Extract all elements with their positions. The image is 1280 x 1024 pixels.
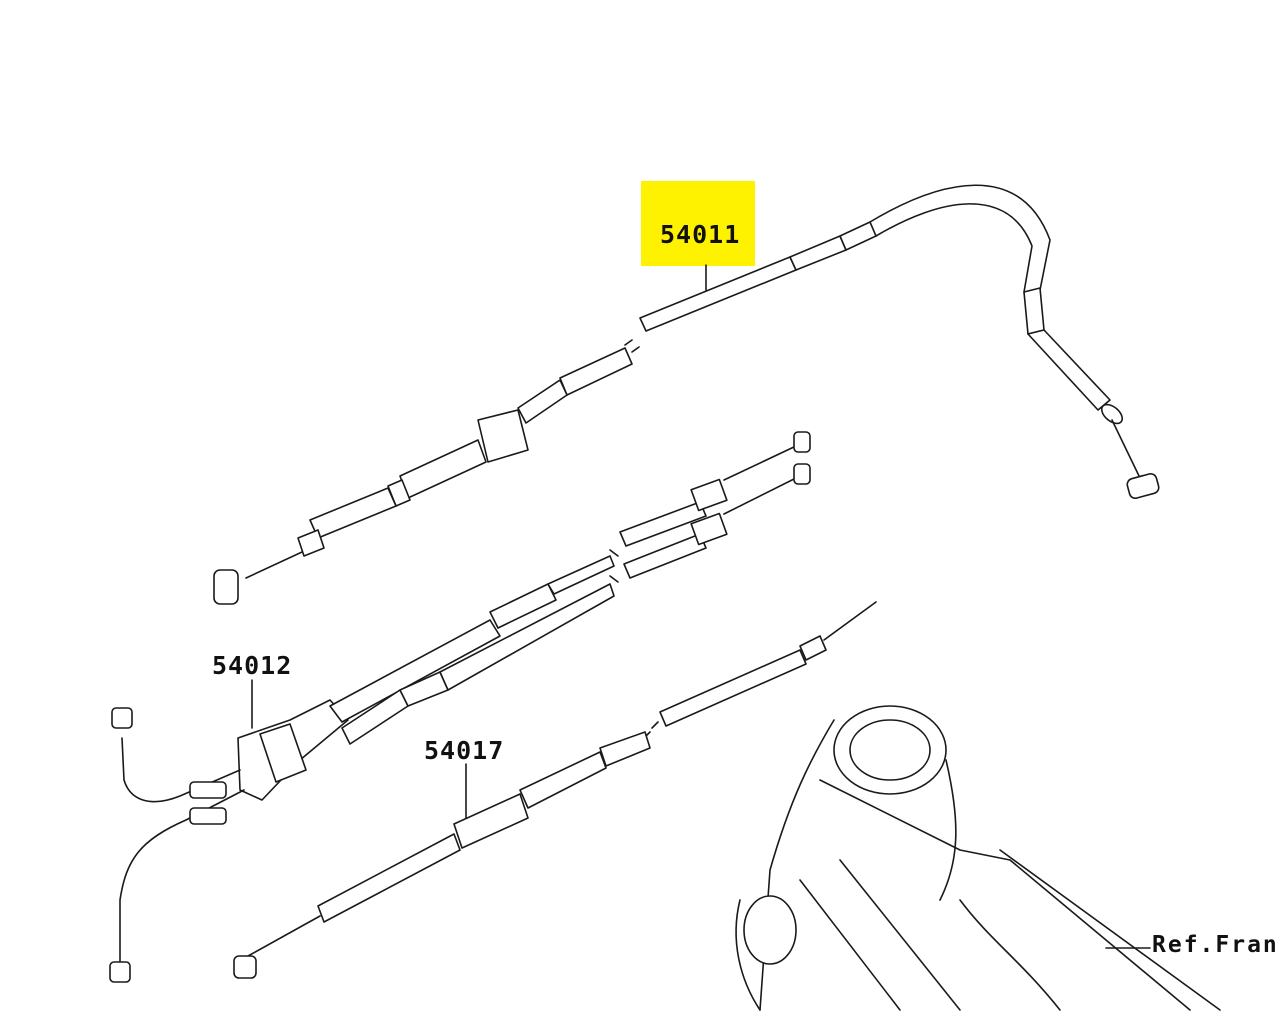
- part-number-54017: 54017: [424, 736, 505, 765]
- cable-54011: [213, 184, 1160, 605]
- cable-54012: [109, 431, 811, 983]
- frame-reference-label: Ref.Fran: [1152, 932, 1279, 958]
- part-number-54012: 54012: [212, 651, 293, 680]
- cable-54017: [233, 601, 877, 979]
- frame-reference: [735, 705, 1221, 1011]
- part-number-54011: 54011: [660, 220, 741, 249]
- part-highlight: [641, 181, 755, 266]
